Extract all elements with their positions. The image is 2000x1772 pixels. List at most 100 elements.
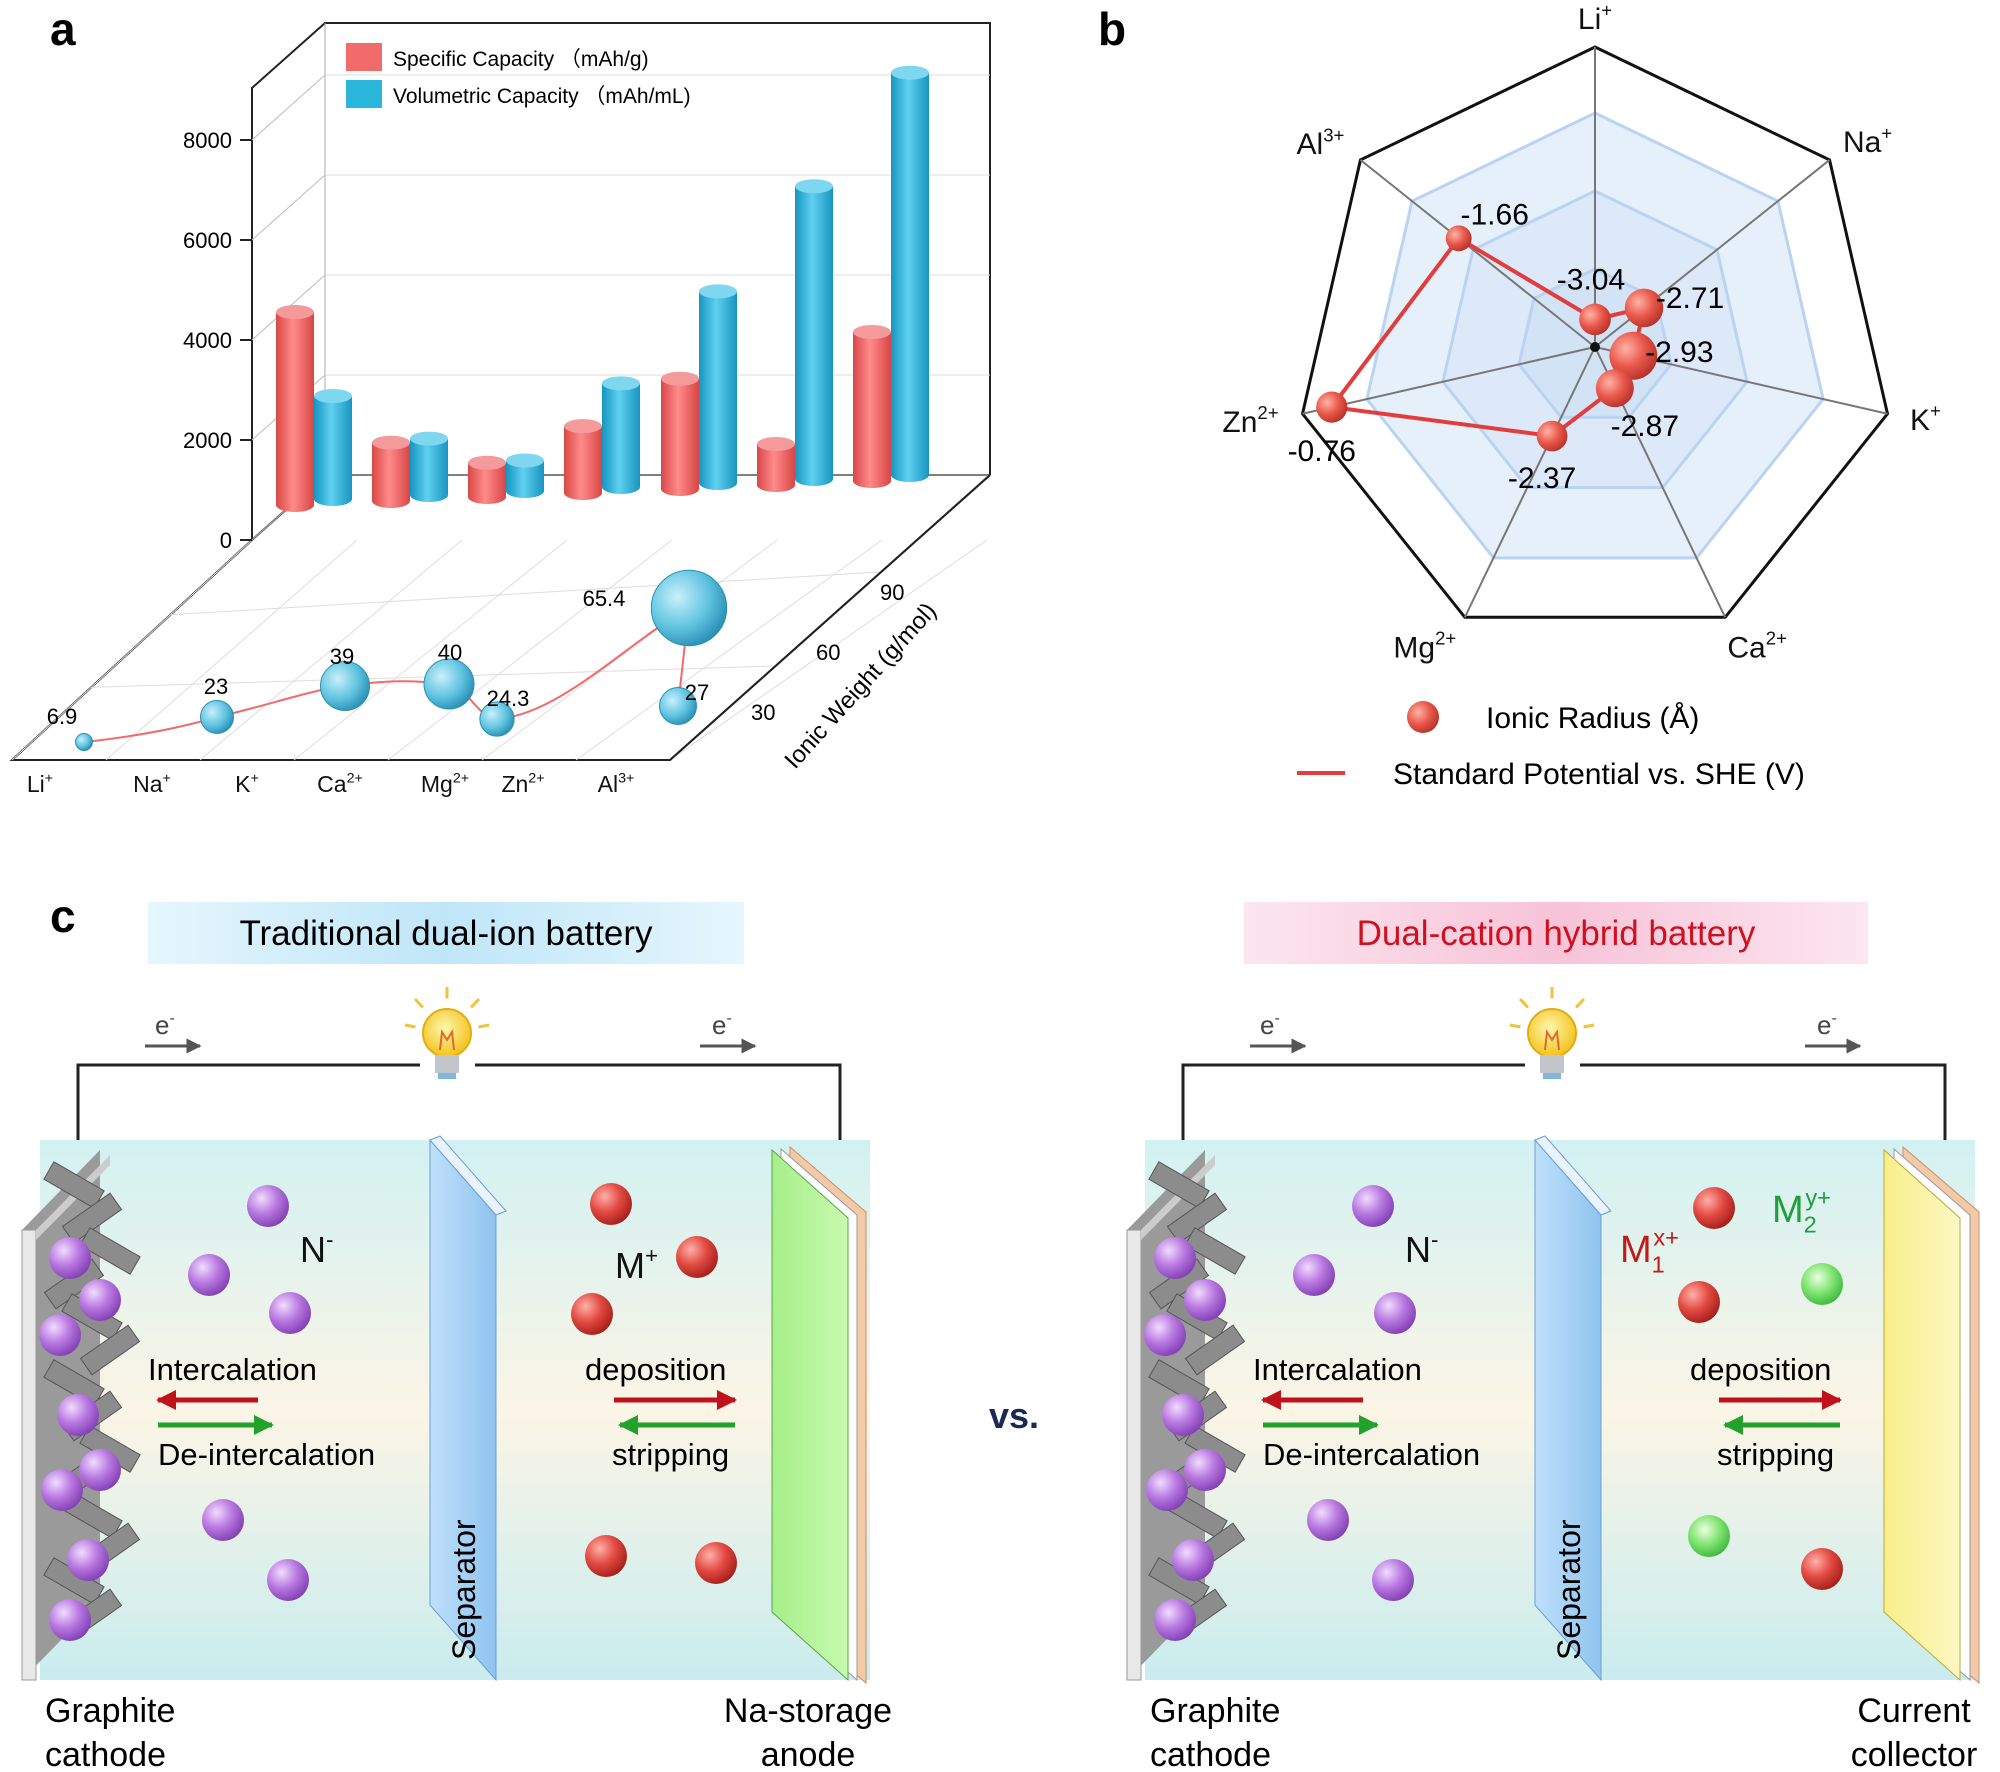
bulb-tip xyxy=(438,1073,456,1079)
graphite-flake xyxy=(43,1359,105,1407)
traditional-banner xyxy=(148,902,744,964)
ionic-weight-bubble-5 xyxy=(650,569,728,647)
bulb-filament xyxy=(1544,1029,1560,1051)
m2-cation-ion xyxy=(1688,1515,1730,1557)
circuit-wire-left xyxy=(76,1063,420,1175)
m1-cation-ion xyxy=(1678,1281,1720,1323)
graphite-flake xyxy=(1184,1227,1246,1275)
bar-specific-6-top xyxy=(853,325,891,339)
radar-legend: Ionic Radius (Å) Standard Potential vs. … xyxy=(1297,701,1805,791)
bar-volumetric-0-top xyxy=(314,389,352,403)
ionic-weight-bubble-1 xyxy=(200,700,234,734)
dual-cation-hybrid-cell: e-e-N-IntercalationDe-intercalationSepar… xyxy=(1126,987,1980,1772)
radar-axis-label-5: Zn2+ xyxy=(1222,402,1278,439)
anion-ion xyxy=(269,1292,311,1334)
category-label-3: Ca2+ xyxy=(317,770,363,797)
bulb-tip xyxy=(1543,1073,1561,1079)
bulb-base xyxy=(435,1055,459,1073)
na-storage-anode xyxy=(771,1148,849,1682)
ionic-radius-dot-4 xyxy=(1536,420,1568,452)
circuit-wire-left xyxy=(1181,1063,1525,1175)
anode-label-line2: anode xyxy=(761,1736,856,1772)
bulb-ray xyxy=(469,997,481,1009)
bar-volumetric-1 xyxy=(410,431,448,502)
gridline-depth xyxy=(251,174,326,241)
bulb-filament xyxy=(439,1029,455,1051)
ionic-weight-value-2: 39 xyxy=(330,644,354,669)
potential-label-6: -1.66 xyxy=(1461,198,1529,231)
cathode-edge xyxy=(1126,1229,1142,1681)
cation-ion xyxy=(571,1293,613,1335)
graphite-flake xyxy=(1148,1161,1210,1209)
cation-ion xyxy=(585,1535,627,1577)
y-tick-label: 8000 xyxy=(183,128,232,153)
category-label-1: Na+ xyxy=(133,770,171,797)
graphite-flake xyxy=(1148,1359,1210,1407)
bar-specific-5-body xyxy=(757,444,795,492)
bar-specific-0-body xyxy=(276,312,314,512)
intercalated-anion xyxy=(1154,1599,1196,1641)
bulb-ray xyxy=(1518,997,1530,1009)
intercalated-anion xyxy=(79,1279,121,1321)
traditional-dual-ion-cell: e-e-N-IntercalationDe-intercalationSepar… xyxy=(21,987,892,1772)
bulb-ray xyxy=(413,997,425,1009)
ionic-weight-bubble-6 xyxy=(659,687,697,725)
legend-label-volumetric: Volumetric Capacity （mAh/mL) xyxy=(393,85,691,108)
graphite-flake xyxy=(79,1227,141,1275)
intercalated-anion xyxy=(1184,1449,1226,1491)
graphite-flake xyxy=(61,1192,123,1244)
bar-specific-6 xyxy=(853,325,891,488)
category-label-4: Mg2+ xyxy=(421,770,469,797)
cation-ion xyxy=(590,1183,632,1225)
bar-specific-3-body xyxy=(564,426,602,500)
intercalated-anion xyxy=(1154,1237,1196,1279)
bar-volumetric-2 xyxy=(506,453,544,498)
anion-label: N- xyxy=(300,1227,333,1270)
bulb-ray xyxy=(404,1023,416,1029)
category-label-0: Li+ xyxy=(27,770,53,797)
potential-label-0: -3.04 xyxy=(1557,263,1625,296)
ionic-weight-tick-90: 90 xyxy=(880,580,904,605)
bar-specific-5 xyxy=(757,437,795,492)
electron-label-right: e- xyxy=(712,1009,732,1040)
radar-axis-label-3: Ca2+ xyxy=(1727,628,1787,665)
radar-outer-ring xyxy=(1300,45,1890,619)
radar-spoke xyxy=(1463,346,1596,618)
intercalated-anion xyxy=(57,1394,99,1436)
anion-ion xyxy=(1374,1292,1416,1334)
radar-spoke xyxy=(1359,159,1596,348)
ionic-weight-bubble-4 xyxy=(479,701,515,737)
floor-grid xyxy=(669,539,988,761)
anion-ion xyxy=(247,1185,289,1227)
m2-label: M2y+ xyxy=(1772,1184,1831,1237)
bar-specific-0 xyxy=(276,305,314,512)
bar-volumetric-6 xyxy=(891,65,929,482)
ionic-weight-bubble-3 xyxy=(423,658,475,710)
ionic-weight-value-6: 27 xyxy=(685,680,709,705)
intercalated-anion xyxy=(1144,1314,1186,1356)
potential-label-4: -2.37 xyxy=(1508,462,1576,495)
cathode-edge xyxy=(21,1229,37,1681)
ionic-weight-tick-60: 60 xyxy=(816,640,840,665)
category-label-5: Zn2+ xyxy=(501,770,544,797)
deintercalation-label: De-intercalation xyxy=(158,1437,375,1472)
radar-axis-labels: Li+Na+K+Ca2+Mg2+Zn2+Al3+ xyxy=(1222,0,1941,664)
ionic-weight-value-0: 6.9 xyxy=(47,704,78,729)
panel-b-radar-chart: Li+Na+K+Ca2+Mg2+Zn2+Al3+ -3.04-2.71-2.93… xyxy=(1222,0,1941,791)
bar-volumetric-2-body xyxy=(506,460,544,498)
bar-specific-2-top xyxy=(468,455,506,470)
bar-volumetric-5-top xyxy=(795,179,833,194)
intercalated-anion xyxy=(67,1539,109,1581)
hybrid-banner xyxy=(1244,902,1868,964)
panel-c-battery-schematics: Traditional dual-ion battery Dual-cation… xyxy=(21,902,1980,1772)
separator-top xyxy=(429,1135,507,1216)
ionic-radius-dot-1 xyxy=(1624,288,1664,328)
cathode-label-line2: cathode xyxy=(45,1736,166,1772)
separator-top xyxy=(1534,1135,1612,1216)
intercalated-anion xyxy=(1184,1279,1226,1321)
bar-volumetric-5-body xyxy=(795,186,833,486)
floor-grid xyxy=(387,539,673,761)
vs-label: vs. xyxy=(989,1395,1039,1436)
